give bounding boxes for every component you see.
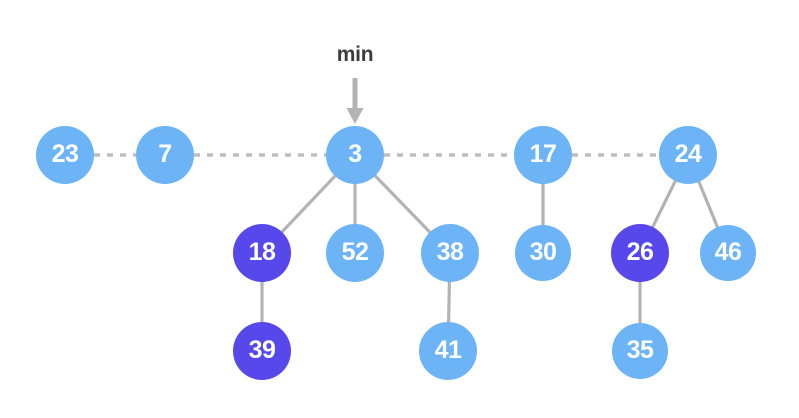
heap-node-label: 17 (529, 139, 557, 168)
heap-node-30[interactable]: 30 (515, 225, 571, 281)
tree-edge-24-46 (697, 180, 720, 229)
heap-node-26[interactable]: 26 (611, 224, 669, 282)
heap-node-7[interactable]: 7 (136, 126, 194, 184)
heap-node-label: 3 (348, 139, 362, 168)
heap-node-label: 7 (158, 139, 172, 168)
tree-edge-24-26 (650, 179, 678, 229)
heap-node-41[interactable]: 41 (419, 322, 477, 380)
heap-node-35[interactable]: 35 (612, 323, 668, 379)
min-arrow-head (346, 108, 364, 124)
heap-node-18[interactable]: 18 (233, 224, 291, 282)
heap-node-23[interactable]: 23 (36, 126, 94, 184)
heap-node-label: 24 (674, 139, 702, 168)
tree-edge-38-41 (446, 280, 452, 324)
heap-node-label: 41 (434, 335, 462, 364)
heap-node-label: 46 (714, 237, 742, 266)
heap-node-label: 52 (341, 237, 369, 266)
heap-node-52[interactable]: 52 (326, 224, 384, 282)
min-pointer-label: min (336, 43, 374, 66)
tree-edge-3-18 (280, 174, 337, 234)
heap-node-label: 18 (248, 237, 276, 266)
heap-node-3[interactable]: 3 (326, 126, 384, 184)
heap-node-46[interactable]: 46 (700, 225, 756, 281)
heap-node-label: 38 (436, 237, 464, 266)
heap-node-17[interactable]: 17 (514, 126, 572, 184)
heap-node-label: 23 (51, 139, 79, 168)
heap-node-label: 35 (626, 335, 654, 364)
heap-node-label: 30 (529, 237, 557, 266)
heap-node-39[interactable]: 39 (233, 322, 291, 380)
tree-edge-3-38 (373, 173, 432, 235)
heap-node-38[interactable]: 38 (421, 224, 479, 282)
heap-node-24[interactable]: 24 (659, 126, 717, 184)
heap-node-label: 39 (248, 335, 276, 364)
heap-node-label: 26 (626, 237, 654, 266)
